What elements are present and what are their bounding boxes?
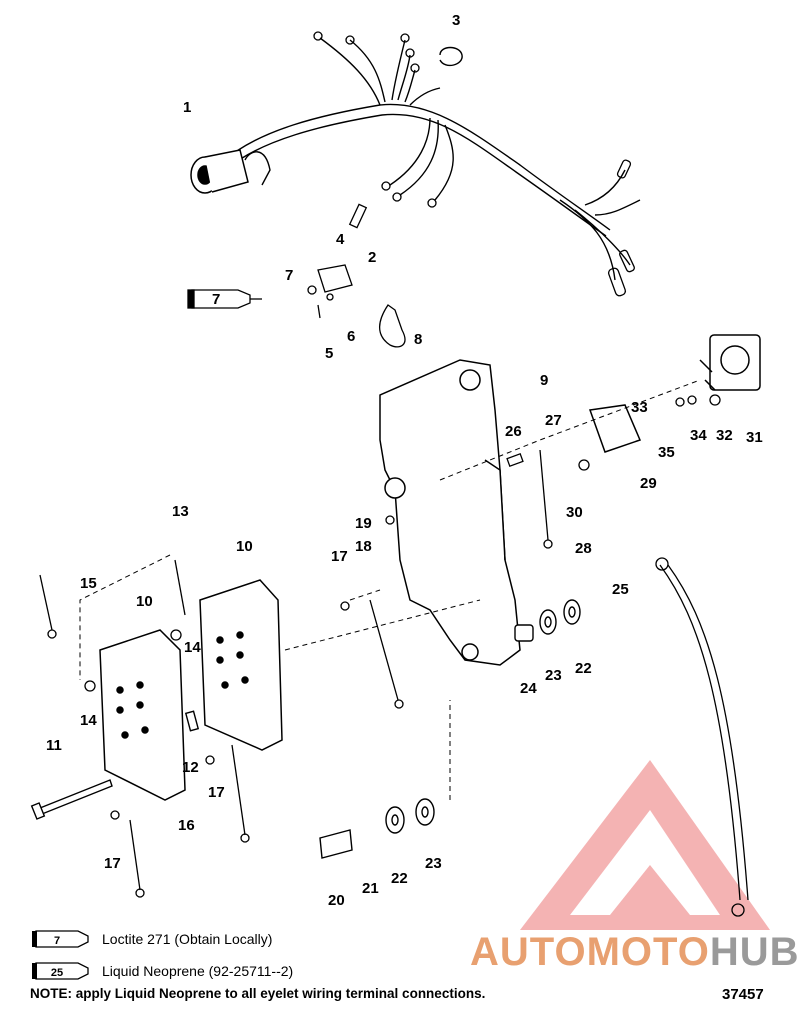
callout-17: 17 (331, 548, 348, 565)
callout-33: 33 (631, 399, 648, 416)
screws-nuts (84, 394, 721, 820)
switch-box-right (199, 579, 283, 751)
harness-connector (190, 149, 249, 194)
watermark-part-a: AUTOMOTO (470, 930, 710, 974)
legend-tube-number: 25 (51, 967, 63, 979)
ground-leads (39, 449, 749, 917)
callout-16: 16 (178, 817, 195, 834)
callout-9: 9 (540, 372, 548, 389)
callout-28: 28 (575, 540, 592, 557)
callout-2: 2 (368, 249, 376, 266)
callout-20: 20 (328, 892, 345, 909)
callout-22: 22 (575, 660, 592, 677)
callout-24: 24 (520, 680, 537, 697)
callout-17: 17 (208, 784, 225, 801)
small-parts-upper (307, 203, 406, 348)
callout-21: 21 (362, 880, 379, 897)
callout-6: 6 (347, 328, 355, 345)
bolt-part (30, 779, 113, 820)
diagram-part-number: 37457 (722, 986, 764, 1003)
solenoid-part (699, 334, 761, 391)
legend-row-loctite: 7 Loctite 271 (Obtain Locally) (30, 928, 272, 950)
callout-34: 34 (690, 427, 707, 444)
alignment-lines (79, 379, 701, 800)
callout-31: 31 (746, 429, 763, 446)
callout-27: 27 (545, 412, 562, 429)
clamp-part (439, 46, 463, 67)
callout-26: 26 (505, 423, 522, 440)
wiring-harness (224, 37, 641, 281)
tube-number-label: 7 (212, 291, 220, 308)
tube-icon: 25 (32, 962, 89, 980)
callout-14: 14 (80, 712, 97, 729)
callout-4: 4 (336, 231, 345, 248)
callout-25: 25 (612, 581, 629, 598)
callout-23: 23 (425, 855, 442, 872)
callout-12: 12 (182, 759, 199, 776)
legend-text: Liquid Neoprene (92-25711--2) (102, 963, 294, 979)
watermark-text: AUTOMOTOHUB (470, 930, 800, 975)
mounting-bracket (379, 359, 521, 666)
callout-1: 1 (183, 99, 191, 116)
callout-18: 18 (355, 538, 372, 555)
callout-3: 3 (452, 12, 460, 29)
watermark-part-b: HUB (709, 930, 800, 974)
ring-terminals (313, 31, 635, 297)
callout-15: 15 (80, 575, 97, 592)
watermark-logo-icon (520, 760, 770, 930)
loctite-tube-icon (187, 289, 262, 309)
callout-30: 30 (566, 504, 583, 521)
callout-29: 29 (640, 475, 657, 492)
callout-14: 14 (184, 639, 201, 656)
note-text: NOTE: apply Liquid Neoprene to all eyele… (30, 986, 486, 1001)
callout-17: 17 (104, 855, 121, 872)
tube-icon: 7 (32, 930, 89, 948)
callout-7: 7 (285, 267, 293, 284)
callout-5: 5 (325, 345, 333, 362)
legend-row-neoprene: 25 Liquid Neoprene (92-25711--2) (30, 960, 293, 982)
washers (184, 599, 581, 859)
legend-text: Loctite 271 (Obtain Locally) (102, 931, 273, 947)
switch-box-left (99, 629, 186, 801)
callout-32: 32 (716, 427, 733, 444)
callout-35: 35 (658, 444, 675, 461)
callout-13: 13 (172, 503, 189, 520)
callout-22: 22 (391, 870, 408, 887)
callout-11: 11 (46, 737, 62, 754)
callout-23: 23 (545, 667, 562, 684)
legend-tube-number: 7 (54, 935, 60, 947)
callout-10: 10 (136, 593, 153, 610)
callout-19: 19 (355, 515, 372, 532)
callout-8: 8 (414, 331, 422, 348)
callout-10: 10 (236, 538, 253, 555)
